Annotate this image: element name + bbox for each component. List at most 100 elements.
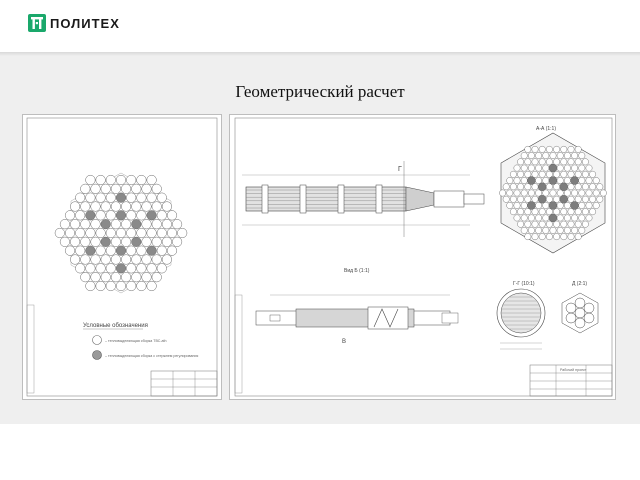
section-fuel-cell bbox=[592, 202, 600, 209]
core-layout-drawing: Условные обозначения – тепловыделяющая с… bbox=[26, 117, 218, 397]
section-control-cell bbox=[559, 195, 568, 204]
fuel-assembly-cell bbox=[121, 183, 132, 194]
section-fuel-cell bbox=[538, 158, 546, 166]
section-fuel-cell bbox=[549, 152, 557, 159]
section-fuel-cell bbox=[517, 220, 524, 228]
fuel-assembly-cell bbox=[95, 227, 106, 239]
legend-item-control: – тепловыделяющая сборка с стержнем регу… bbox=[105, 354, 198, 358]
section-fuel-cell bbox=[531, 195, 539, 203]
section-fuel-cell bbox=[542, 177, 550, 184]
fuel-assembly-cell bbox=[75, 245, 86, 256]
section-fuel-cell bbox=[571, 164, 578, 172]
fuel-assembly-cell bbox=[95, 210, 106, 221]
fuel-assembly-cell bbox=[121, 272, 132, 283]
section-fuel-cell bbox=[571, 189, 578, 197]
drawing-sheet-left: Условные обозначения – тепловыделяющая с… bbox=[22, 114, 222, 400]
section-fuel-cell bbox=[506, 202, 514, 209]
fuel-assembly-cell bbox=[95, 245, 106, 256]
fuel-assembly-cell bbox=[75, 192, 86, 203]
fuel-assembly-cell bbox=[105, 210, 116, 221]
section-fuel-cell bbox=[538, 145, 546, 153]
fuel-assembly-cell bbox=[172, 219, 183, 230]
legend-item-fuel: – тепловыделяющая сборка ТВС-ath bbox=[105, 339, 167, 343]
control-assembly-cell bbox=[131, 219, 142, 230]
section-fuel-cell bbox=[520, 164, 528, 172]
fuel-assembly-cell bbox=[80, 254, 91, 265]
fuel-assembly-cell bbox=[136, 227, 147, 239]
logo-text: ПОЛИТЕХ bbox=[50, 15, 120, 31]
fuel-assembly-cell bbox=[136, 210, 147, 221]
section-fuel-cell bbox=[531, 145, 539, 153]
section-fuel-cell bbox=[556, 189, 564, 197]
fuel-assembly-cell bbox=[156, 245, 167, 256]
section-fuel-cell bbox=[535, 189, 542, 197]
section-fuel-cell bbox=[589, 195, 596, 203]
section-fuel-cell bbox=[563, 177, 571, 184]
section-fuel-cell bbox=[581, 158, 589, 166]
section-fuel-cell bbox=[545, 195, 553, 203]
section-fuel-cell bbox=[517, 195, 524, 203]
fuel-assembly-cell bbox=[161, 201, 172, 212]
section-fuel-cell bbox=[517, 183, 524, 191]
section-d-view: Д (2:1) bbox=[561, 281, 599, 334]
section-fuel-cell bbox=[578, 164, 586, 172]
section-fuel-cell bbox=[527, 152, 535, 159]
section-fuel-cell bbox=[545, 170, 553, 178]
fuel-assembly-cell bbox=[110, 201, 121, 212]
view-b-label: Вид Б (1:1) bbox=[344, 268, 370, 274]
control-assembly-cell bbox=[115, 263, 127, 274]
fuel-assembly-cell bbox=[121, 254, 132, 265]
fuel-assembly-cell bbox=[85, 227, 96, 239]
section-marker-g: Г bbox=[398, 166, 402, 173]
fuel-assembly-cell bbox=[90, 201, 101, 212]
control-assembly-cell bbox=[115, 210, 127, 221]
fuel-assembly-cell bbox=[126, 192, 137, 203]
fuel-assembly-cell bbox=[80, 201, 91, 212]
section-fuel-cell bbox=[553, 170, 560, 178]
drawing-sheet-right: Г Вид Б (1:1) В А-А (1:1) Г-Г (10:1) bbox=[229, 114, 616, 400]
fuel-assembly-cell bbox=[105, 280, 116, 292]
section-fuel-cell bbox=[527, 214, 535, 222]
fuel-assembly-cell bbox=[136, 174, 147, 186]
section-fuel-cell bbox=[592, 189, 600, 197]
section-fuel-cell bbox=[538, 220, 546, 228]
section-fuel-cell bbox=[538, 170, 546, 178]
fuel-assembly-cell bbox=[177, 227, 188, 239]
fuel-assembly-cell bbox=[131, 254, 142, 265]
fuel-assembly-cell bbox=[95, 263, 106, 274]
fuel-assembly-cell bbox=[146, 280, 157, 292]
fuel-assembly-cell bbox=[105, 174, 116, 186]
section-fuel-cell bbox=[571, 227, 578, 234]
section-fuel-cell bbox=[520, 202, 528, 209]
fuel-assembly-cell bbox=[151, 219, 162, 230]
fuel-assembly-cell bbox=[105, 263, 116, 274]
section-fuel-cell bbox=[553, 208, 560, 216]
section-fuel-cell bbox=[578, 177, 586, 184]
fuel-assembly-cell bbox=[70, 236, 81, 247]
header-shadow bbox=[0, 52, 640, 56]
section-fuel-cell bbox=[517, 158, 524, 166]
header-bar: ПОЛИТЕХ bbox=[0, 0, 640, 52]
fuel-assembly-cell bbox=[166, 210, 178, 221]
fuel-assembly-cell bbox=[110, 272, 121, 283]
section-control-cell bbox=[570, 201, 579, 210]
fuel-assembly-cell bbox=[110, 254, 121, 265]
section-fuel-cell bbox=[578, 152, 586, 159]
section-fuel-cell bbox=[524, 183, 532, 191]
section-fuel-cell bbox=[535, 177, 542, 184]
section-fuel-cell bbox=[524, 220, 532, 228]
fuel-assembly-cell bbox=[136, 263, 147, 274]
section-fuel-cell bbox=[571, 214, 578, 222]
fuel-assembly-cell bbox=[146, 263, 157, 274]
section-fuel-cell bbox=[585, 202, 593, 209]
fuel-assembly-cell bbox=[156, 227, 167, 239]
section-aa-label: А-А (1:1) bbox=[536, 126, 556, 132]
section-fuel-cell bbox=[513, 189, 521, 197]
logo[interactable]: ПОЛИТЕХ bbox=[28, 14, 120, 32]
fuel-assembly-cell bbox=[80, 236, 91, 247]
section-fuel-cell bbox=[531, 208, 539, 216]
polytech-logo-icon bbox=[28, 14, 46, 32]
fuel-assembly-cell bbox=[136, 280, 147, 292]
section-fuel-cell bbox=[520, 189, 528, 197]
section-fuel-cell bbox=[545, 145, 553, 153]
